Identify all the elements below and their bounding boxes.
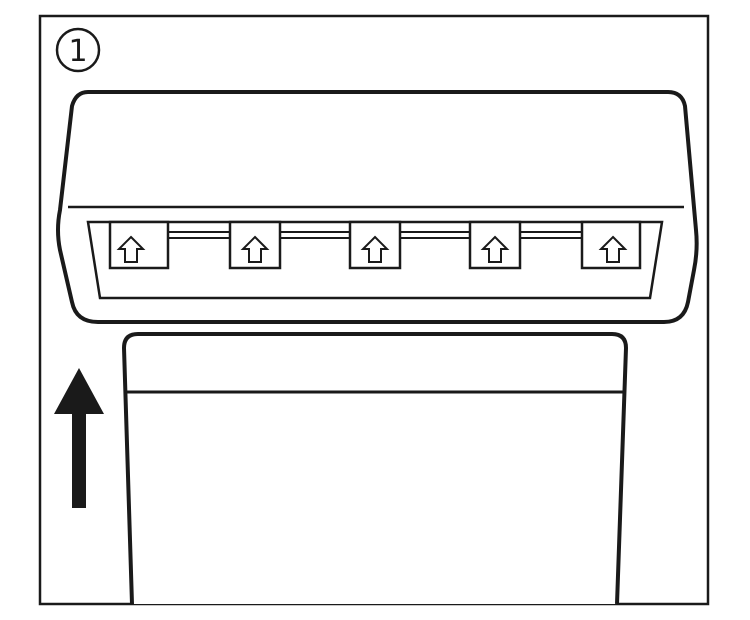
slot-1 — [108, 220, 170, 270]
up-arrow-outline-icon — [360, 235, 390, 263]
device-housing — [56, 90, 699, 324]
up-arrow-outline-icon — [598, 235, 628, 263]
up-arrow-solid-icon — [54, 368, 104, 508]
slot-connectors — [168, 231, 582, 239]
slot-2 — [228, 220, 282, 270]
insert-card — [121, 332, 629, 605]
direction-arrow — [54, 368, 104, 508]
card-outline — [121, 332, 629, 605]
up-arrow-outline-icon — [240, 235, 270, 263]
step-badge: 1 — [55, 27, 101, 73]
slot-5 — [580, 220, 642, 270]
step-circle — [55, 27, 101, 73]
slot-4 — [468, 220, 522, 270]
up-arrow-outline-icon — [116, 235, 146, 263]
slot-3 — [348, 220, 402, 270]
step-number: 1 — [68, 34, 87, 69]
up-arrow-outline-icon — [480, 235, 510, 263]
